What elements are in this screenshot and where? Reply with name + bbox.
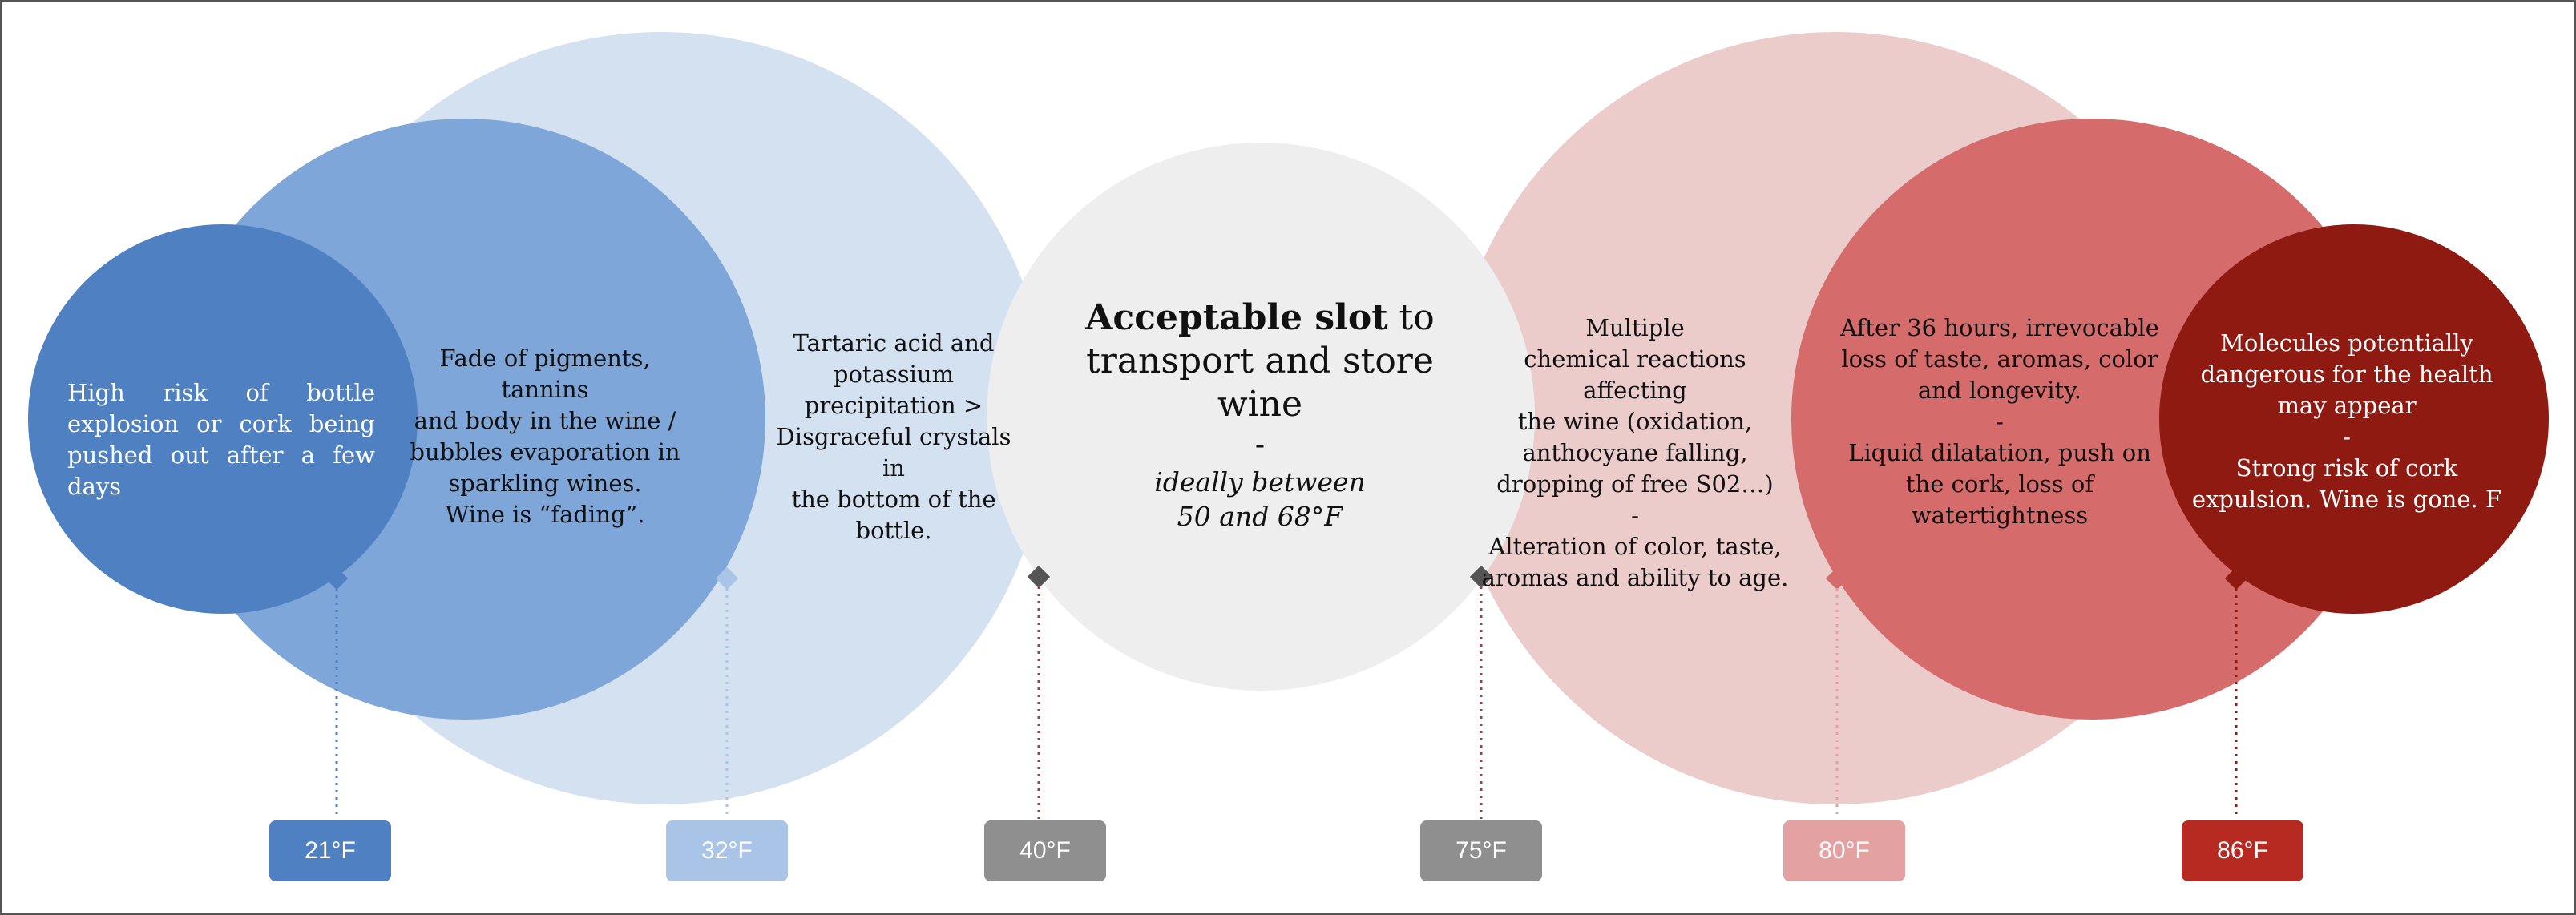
acceptable-slot-line3: wine <box>1217 384 1303 425</box>
zone-75-line: anthocyane falling, <box>1522 439 1748 466</box>
temp-badge-32: 32°F <box>666 820 788 881</box>
temp-label-21: 21°F <box>305 837 356 864</box>
zone-80-line: Liquid dilatation, push on <box>1848 439 2151 466</box>
temp-badge-86: 86°F <box>2182 820 2303 881</box>
acceptable-slot-dash: - <box>1254 429 1266 462</box>
temp-label-40: 40°F <box>1019 837 1071 864</box>
zone-86-line: dangerous for the health <box>2200 361 2493 388</box>
temp-label-80: 80°F <box>1819 837 1870 864</box>
zone-86-line: - <box>2343 423 2351 450</box>
zone-75-line: dropping of free S02…) <box>1496 470 1774 498</box>
zone-80-line: - <box>1996 408 2004 435</box>
zone-86-line: expulsion. Wine is gone. F <box>2191 486 2502 513</box>
zone-32-line: Wine is “fading”. <box>445 501 645 528</box>
zone-40-line: the bottom of the <box>791 486 996 513</box>
marker-32 <box>715 566 739 591</box>
acceptable-slot-sub2: 50 and 68°F <box>1177 501 1343 532</box>
zone-75-line: chemical reactions affecting <box>1524 345 1746 404</box>
zone-80-line: the cork, loss of <box>1905 470 2094 498</box>
zone-32-line: Fade of pigments, tannins <box>439 345 651 403</box>
acceptable-slot-sub1: ideally between <box>1154 466 1366 498</box>
marker-21 <box>325 566 349 591</box>
zone-86-line: Molecules potentially <box>2220 329 2473 357</box>
zone-40-line: bottle. <box>855 517 932 544</box>
dark-red-circle <box>2159 224 2549 614</box>
zone-80-line: loss of taste, aromas, color <box>1841 345 2158 373</box>
acceptable-slot-bold: Acceptable slot <box>1085 297 1388 338</box>
zone-75-text: Multiple chemical reactions affecting th… <box>1471 312 1799 594</box>
zone-86-line: Strong risk of cork <box>2235 454 2458 482</box>
zone-86-line: may appear <box>2277 392 2417 419</box>
zone-80-line: After 36 hours, irrevocable <box>1840 314 2159 341</box>
marker-80 <box>1825 566 1849 591</box>
zone-80-line: watertightness <box>1911 502 2089 529</box>
grey-circle <box>987 143 1535 691</box>
marker-75 <box>1469 565 1493 589</box>
dark-blue-circle <box>28 224 418 614</box>
temp-badge-21: 21°F <box>269 820 391 881</box>
zone-75-line: aromas and ability to age. <box>1481 564 1789 591</box>
temp-badge-80: 80°F <box>1783 820 1905 881</box>
zone-75-line: - <box>1631 502 1639 529</box>
zone-32-line: sparkling wines. <box>448 470 642 497</box>
zone-40-line: Disgraceful crystals in <box>776 423 1011 482</box>
zone-21-text: High risk of bottle explosion or cork be… <box>67 377 375 502</box>
zone-80-line: and longevity. <box>1918 377 2081 404</box>
marker-86 <box>2224 566 2248 591</box>
acceptable-slot-line2: transport and store <box>1086 341 1434 381</box>
zone-40-line: potassium <box>833 361 955 388</box>
acceptable-slot-title-rest: to <box>1387 297 1435 338</box>
zone-86-text: Molecules potentially dangerous for the … <box>2170 328 2523 515</box>
marker-40 <box>1027 565 1051 589</box>
zone-21-description: High risk of bottle explosion or cork be… <box>67 379 375 500</box>
temp-badge-75: 75°F <box>1420 820 1542 881</box>
temp-label-32: 32°F <box>701 837 753 864</box>
zone-75-line: Multiple <box>1585 314 1685 341</box>
acceptable-slot-title: Acceptable slot to <box>1066 296 1454 340</box>
zone-75-line: the wine (oxidation, <box>1517 408 1753 435</box>
zone-32-text: Fade of pigments, tannins and body in th… <box>401 343 689 530</box>
zone-40-text: Tartaric acid and potassium precipitatio… <box>761 328 1026 546</box>
zone-40-line: Tartaric acid and <box>793 329 995 357</box>
zone-32-line: and body in the wine / <box>414 407 676 434</box>
zone-80-text: After 36 hours, irrevocable loss of tast… <box>1835 312 2164 531</box>
zone-75-line: Alteration of color, taste, <box>1488 533 1782 560</box>
acceptable-slot-text: Acceptable slot to transport and store w… <box>1066 296 1454 534</box>
temp-label-86: 86°F <box>2217 837 2268 864</box>
temp-badge-40: 40°F <box>984 820 1106 881</box>
zone-32-line: bubbles evaporation in <box>410 438 680 466</box>
temp-label-75: 75°F <box>1456 837 1507 864</box>
zone-40-line: precipitation > <box>804 392 983 419</box>
